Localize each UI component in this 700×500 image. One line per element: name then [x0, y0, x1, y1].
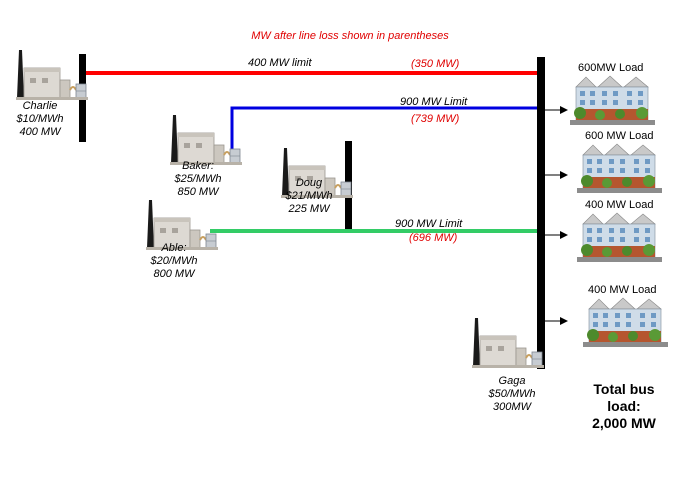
gaga-capacity: 300MW — [493, 401, 531, 413]
load-building-icon-1 — [569, 74, 656, 126]
total-line-1: Total bus — [593, 381, 655, 397]
line-loss-note: MW after line loss shown in parentheses — [251, 30, 449, 42]
gaga-price: $50/MWh — [488, 388, 536, 400]
doug-price: $21/MWh — [285, 190, 333, 202]
doug-name: Doug — [295, 177, 323, 189]
gaga-label: Gaga $50/MWh 300MW — [482, 375, 542, 414]
gaga-plant-icon — [471, 317, 545, 369]
doug-label: Doug $21/MWh 225 MW — [279, 177, 339, 216]
charlie-capacity: 400 MW — [19, 126, 61, 138]
load-building-icon-3 — [576, 211, 663, 263]
load-building-icon-2 — [576, 142, 663, 194]
green-line-loss-label: (696 MW) — [409, 232, 458, 244]
blue-line-loss-label: (739 MW) — [411, 113, 460, 125]
load-label-1: 600MW Load — [578, 62, 644, 74]
total-bus-load: Total bus load: 2,000 MW — [578, 381, 670, 432]
red-line-limit-label: 400 MW limit — [248, 57, 312, 69]
blue-transmission-line — [230, 106, 537, 150]
charlie-label: Charlie $10/MWh 400 MW — [10, 100, 70, 139]
red-line-loss-label: (350 MW) — [411, 58, 460, 70]
baker-label: Baker: $25/MWh 850 MW — [168, 160, 228, 199]
baker-price: $25/MWh — [174, 173, 222, 185]
load-label-2: 600 MW Load — [585, 130, 654, 142]
charlie-price: $10/MWh — [16, 113, 64, 125]
charlie-plant-icon — [15, 49, 89, 101]
able-label: Able: $20/MWh 800 MW — [144, 242, 204, 281]
baker-capacity: 850 MW — [177, 186, 219, 198]
load-label-4: 400 MW Load — [588, 284, 657, 296]
load-label-3: 400 MW Load — [585, 199, 654, 211]
green-line-limit-label: 900 MW Limit — [395, 218, 463, 230]
doug-capacity: 225 MW — [288, 203, 330, 215]
baker-name: Baker: — [182, 160, 214, 172]
able-price: $20/MWh — [150, 255, 198, 267]
load-building-icon-4 — [582, 296, 669, 348]
charlie-name: Charlie — [22, 100, 58, 112]
gaga-name: Gaga — [498, 375, 526, 387]
able-capacity: 800 MW — [153, 268, 195, 280]
total-line-3: 2,000 MW — [592, 415, 656, 431]
main-bus-bar — [537, 57, 545, 369]
blue-line-limit-label: 900 MW Limit — [400, 96, 468, 108]
total-line-2: load: — [607, 398, 641, 414]
able-name: Able: — [161, 242, 187, 254]
